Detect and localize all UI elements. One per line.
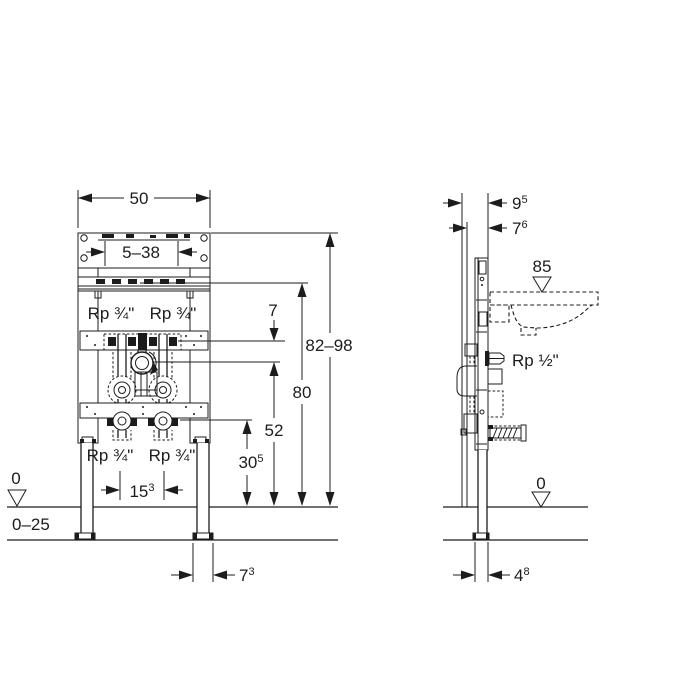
outlet-label-right: Rp ¾" xyxy=(149,446,196,465)
dim-foot-depth-48: 48 xyxy=(453,542,530,585)
dim-width-label: 50 xyxy=(130,189,149,208)
dim-height-range-label: 82–98 xyxy=(305,336,352,355)
side-trap-bend xyxy=(456,343,478,436)
outlet-label-left: Rp ¾" xyxy=(87,446,134,465)
dim-drain-height-52: 52 xyxy=(265,362,284,506)
side-foot xyxy=(472,450,490,540)
front-floor-level-label: 0 xyxy=(11,469,20,488)
dim-depth-76-label: 76 xyxy=(512,219,528,238)
frame-profile xyxy=(474,257,489,451)
dim-height-80-label: 80 xyxy=(293,383,312,402)
dim-foot-depth-label: 48 xyxy=(514,566,530,585)
crossbar xyxy=(77,276,211,299)
side-tap-label: Rp ½" xyxy=(512,351,559,370)
dim-depth-95-label: 95 xyxy=(512,194,528,213)
basin-level-triangle-icon xyxy=(532,276,552,293)
dim-crossbar-range-label: 5–38 xyxy=(122,243,160,262)
side-view: 85 xyxy=(443,193,599,585)
dim-tap-spacing-153: 153 xyxy=(101,471,183,501)
drain-assembly xyxy=(130,333,158,397)
side-wall-disc-dashed xyxy=(487,390,504,418)
side-floor-level-label: 0 xyxy=(536,474,545,493)
front-floor-level: 0 0–25 xyxy=(7,469,50,534)
tap-label-right: Rp ¾" xyxy=(150,304,197,323)
dim-depth-76: 76 xyxy=(449,219,528,238)
washbasin-outline xyxy=(489,291,599,336)
side-floor-level: 0 xyxy=(531,474,551,508)
side-floor-lines xyxy=(443,506,588,541)
dim-offset-7-label: 7 xyxy=(268,301,277,320)
floor-level-triangle-icon xyxy=(7,489,27,508)
outlet-fittings xyxy=(112,411,173,431)
tap-label-left: Rp ¾" xyxy=(88,304,135,323)
dim-height-range-8298: 82–98 xyxy=(305,233,353,506)
side-function-box xyxy=(487,368,503,385)
dim-outlet-height-label: 305 xyxy=(238,453,263,472)
dim-width-50: 50 xyxy=(77,189,211,228)
side-threaded-rod xyxy=(488,424,527,442)
dim-height-80: 80 xyxy=(293,283,312,506)
basin-height-mark: 85 xyxy=(532,257,552,293)
dim-foot-width-73: 73 xyxy=(171,543,255,585)
dim-drain-height-label: 52 xyxy=(265,421,284,440)
lower-mounting-rail xyxy=(79,402,209,419)
basin-height-label: 85 xyxy=(533,257,552,276)
dim-tap-spacing-label: 153 xyxy=(129,482,154,501)
front-view: Rp ¾" Rp ¾" Rp ¾" Rp ¾" 0 0–25 50 5 xyxy=(7,189,353,585)
side-tap-connection xyxy=(485,351,505,366)
frame-feet xyxy=(74,443,214,540)
dim-outlet-height-305: 305 xyxy=(238,420,264,506)
dim-crossbar-range: 5–38 xyxy=(86,241,197,266)
dim-foot-width-label: 73 xyxy=(239,566,255,585)
floor-buildup-label: 0–25 xyxy=(12,515,50,534)
dim-depth-95: 95 xyxy=(443,194,528,213)
front-floor-lines xyxy=(7,506,338,541)
side-floor-level-triangle-icon xyxy=(531,491,551,508)
dim-offset-7: 7 xyxy=(268,301,279,341)
